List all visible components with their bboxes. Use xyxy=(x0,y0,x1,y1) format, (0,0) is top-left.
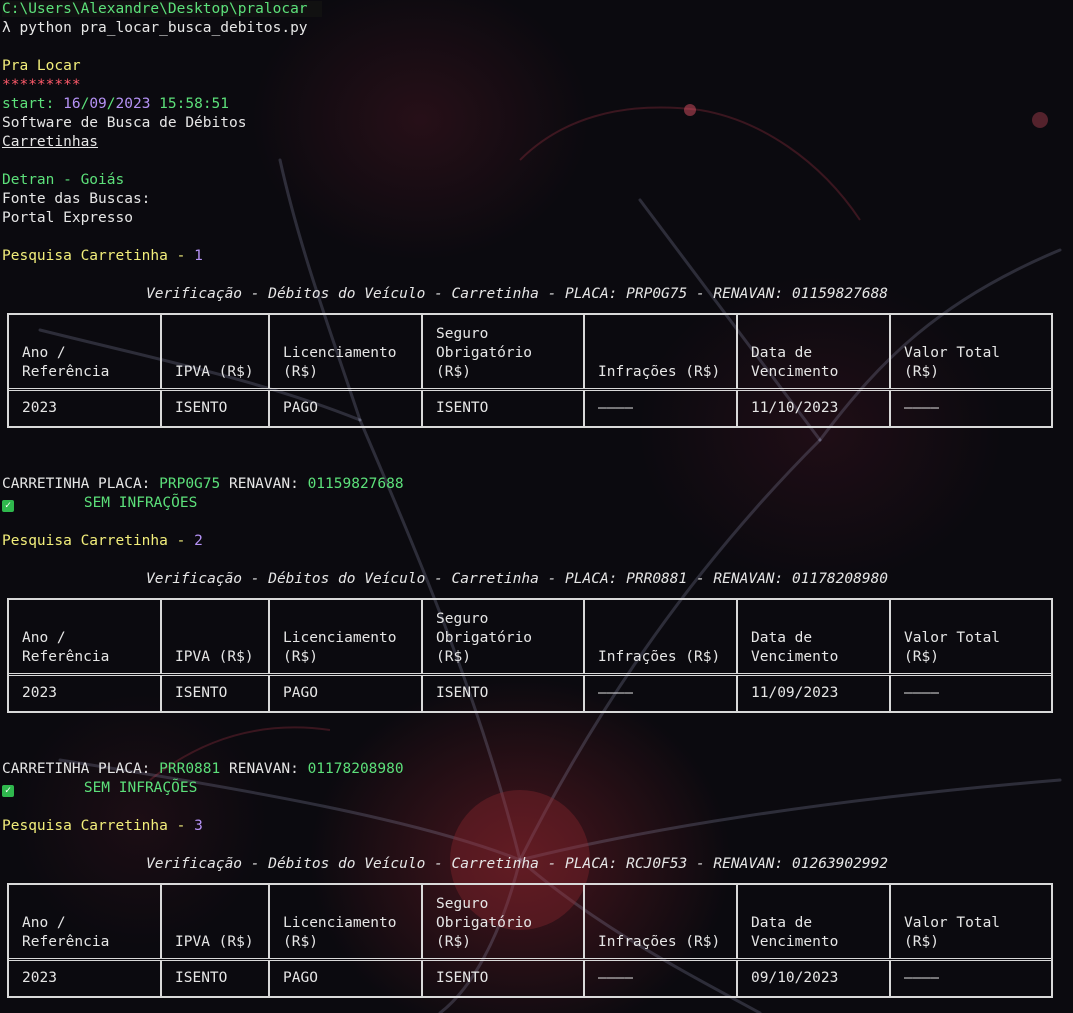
table-title-3: Verificação - Débitos do Veículo - Carre… xyxy=(146,856,889,872)
search-heading-1: Pesquisa Carretinha - 1 xyxy=(2,248,203,264)
search-heading-2: Pesquisa Carretinha - 2 xyxy=(2,533,203,549)
prompt-path: C:\Users\Alexandre\Desktop\pralocar xyxy=(2,1,322,17)
cell-licenciamento: PAGO xyxy=(270,391,423,426)
header-ipva: IPVA (R$) xyxy=(162,315,270,388)
cell-ano: 2023 xyxy=(9,391,162,426)
cell-valor-total: ———— xyxy=(904,970,939,986)
start-label: start: xyxy=(2,96,64,112)
cell-ano: 2023 xyxy=(9,961,162,996)
source-agency: Detran - Goiás xyxy=(2,172,125,188)
table-row: 2023 ISENTO PAGO ISENTO ———— 09/10/2023 … xyxy=(9,961,1051,996)
header-ano: Ano / Referência xyxy=(9,315,162,388)
checkmark-icon: ✓ xyxy=(2,785,14,797)
cell-seguro: ISENTO xyxy=(423,676,585,711)
header-seguro: Seguro Obrigatório (R$) xyxy=(423,885,585,958)
status-text: SEM INFRAÇÕES xyxy=(83,780,198,796)
start-time: 15:58:51 xyxy=(159,96,230,112)
table-header-row: Ano / Referência IPVA (R$) Licenciamento… xyxy=(9,315,1051,391)
search-number: 2 xyxy=(194,533,203,549)
header-infracoes: Infrações (R$) xyxy=(585,885,738,958)
cell-infracoes: ———— xyxy=(585,676,738,711)
renavan-value: 01178208980 xyxy=(307,761,404,777)
table-title-1: Verificação - Débitos do Veículo - Carre… xyxy=(146,286,889,302)
search-heading-3: Pesquisa Carretinha - 3 xyxy=(2,818,203,834)
category-label: Carretinhas xyxy=(2,134,99,150)
cell-infracoes: ———— xyxy=(585,961,738,996)
header-ano: Ano / Referência xyxy=(9,600,162,673)
cell-vencimento: 11/10/2023 xyxy=(738,391,891,426)
header-infracoes: Infrações (R$) xyxy=(585,600,738,673)
cell-licenciamento: PAGO xyxy=(270,676,423,711)
cell-licenciamento: PAGO xyxy=(270,961,423,996)
header-ano: Ano / Referência xyxy=(9,885,162,958)
status-text: SEM INFRAÇÕES xyxy=(83,495,198,511)
header-seguro: Seguro Obrigatório (R$) xyxy=(423,600,585,673)
header-valor-total: Valor Total (R$) xyxy=(904,345,1001,380)
search-number: 3 xyxy=(194,818,203,834)
header-infracoes: Infrações (R$) xyxy=(585,315,738,388)
cell-ipva: ISENTO xyxy=(162,391,270,426)
prompt-line: C:\Users\Alexandre\Desktop\pralocar xyxy=(2,0,322,19)
cell-vencimento: 11/09/2023 xyxy=(738,676,891,711)
header-valor-total: Valor Total (R$) xyxy=(904,915,1001,950)
placa-value: PRR0881 xyxy=(159,761,221,777)
source-label: Fonte das Buscas: xyxy=(2,191,151,207)
header-valor-total: Valor Total (R$) xyxy=(904,630,1001,665)
header-vencimento: Data de Vencimento xyxy=(738,600,891,673)
summary-line-1: CARRETINHA PLACA: PRP0G75 RENAVAN: 01159… xyxy=(2,476,404,492)
cell-ipva: ISENTO xyxy=(162,676,270,711)
table-row: 2023 ISENTO PAGO ISENTO ———— 11/10/2023 … xyxy=(9,391,1051,426)
header-vencimento: Data de Vencimento xyxy=(738,885,891,958)
debits-table-1: Ano / Referência IPVA (R$) Licenciamento… xyxy=(7,313,1053,428)
search-number: 1 xyxy=(194,248,203,264)
header-ipva: IPVA (R$) xyxy=(162,600,270,673)
cell-seguro: ISENTO xyxy=(423,961,585,996)
company-name: Pra Locar xyxy=(2,58,81,74)
cell-infracoes: ———— xyxy=(585,391,738,426)
checkmark-icon: ✓ xyxy=(2,500,14,512)
separator-stars: ********* xyxy=(2,77,81,93)
command-line: λ python pra_locar_busca_debitos.py xyxy=(2,20,308,36)
header-licenciamento: Licenciamento (R$) xyxy=(270,315,423,388)
debits-table-2: Ano / Referência IPVA (R$) Licenciamento… xyxy=(7,598,1053,713)
cell-valor-total: ———— xyxy=(904,685,939,701)
start-year: 2023 xyxy=(115,96,151,112)
source-name: Portal Expresso xyxy=(2,210,133,226)
table-header-row: Ano / Referência IPVA (R$) Licenciamento… xyxy=(9,600,1051,676)
software-name: Software de Busca de Débitos xyxy=(2,115,247,131)
cell-ano: 2023 xyxy=(9,676,162,711)
status-line-1: ✓ SEM INFRAÇÕES xyxy=(2,494,197,513)
table-row: 2023 ISENTO PAGO ISENTO ———— 11/09/2023 … xyxy=(9,676,1051,711)
start-day: 16 xyxy=(63,96,81,112)
header-ipva: IPVA (R$) xyxy=(162,885,270,958)
placa-value: PRP0G75 xyxy=(159,476,221,492)
header-vencimento: Data de Vencimento xyxy=(738,315,891,388)
summary-line-2: CARRETINHA PLACA: PRR0881 RENAVAN: 01178… xyxy=(2,761,404,777)
start-timestamp: start: 16/09/2023 15:58:51 xyxy=(2,96,230,112)
header-licenciamento: Licenciamento (R$) xyxy=(270,600,423,673)
cell-ipva: ISENTO xyxy=(162,961,270,996)
start-month: 09 xyxy=(89,96,107,112)
cell-seguro: ISENTO xyxy=(423,391,585,426)
table-title-2: Verificação - Débitos do Veículo - Carre… xyxy=(146,571,889,587)
header-licenciamento: Licenciamento (R$) xyxy=(270,885,423,958)
cell-valor-total: ———— xyxy=(904,400,939,416)
cell-vencimento: 09/10/2023 xyxy=(738,961,891,996)
renavan-value: 01159827688 xyxy=(307,476,404,492)
header-seguro: Seguro Obrigatório (R$) xyxy=(423,315,585,388)
table-header-row: Ano / Referência IPVA (R$) Licenciamento… xyxy=(9,885,1051,961)
status-line-2: ✓ SEM INFRAÇÕES xyxy=(2,779,197,798)
debits-table-3: Ano / Referência IPVA (R$) Licenciamento… xyxy=(7,883,1053,998)
